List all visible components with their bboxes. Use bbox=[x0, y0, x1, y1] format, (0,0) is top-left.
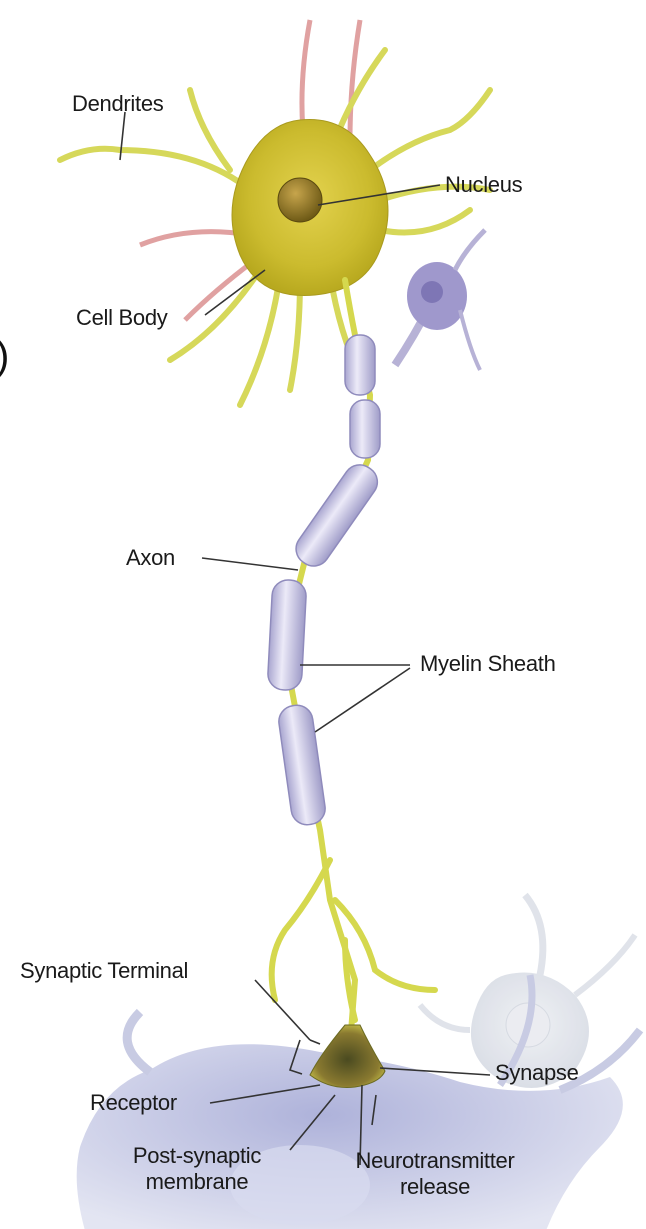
glial-cell bbox=[395, 230, 485, 370]
label-post-synaptic-line2: membrane bbox=[102, 1169, 292, 1195]
cell-body-shape bbox=[232, 119, 388, 295]
label-post-synaptic-membrane: Post-synaptic membrane bbox=[102, 1143, 292, 1195]
label-neurotransmitter-line1: Neurotransmitter bbox=[335, 1148, 535, 1174]
label-receptor: Receptor bbox=[90, 1090, 177, 1116]
label-myelin-sheath: Myelin Sheath bbox=[420, 651, 556, 677]
label-cell-body: Cell Body bbox=[76, 305, 167, 331]
label-nucleus: Nucleus bbox=[445, 172, 522, 198]
label-synaptic-terminal: Synaptic Terminal bbox=[20, 958, 188, 984]
label-axon: Axon bbox=[126, 545, 175, 571]
label-dendrites: Dendrites bbox=[72, 91, 163, 117]
label-post-synaptic-line1: Post-synaptic bbox=[102, 1143, 292, 1169]
myelin-segments bbox=[267, 335, 383, 827]
edge-mark: ) bbox=[0, 334, 9, 379]
synaptic-terminal-shape bbox=[310, 1025, 385, 1088]
label-neurotransmitter-line2: release bbox=[335, 1174, 535, 1200]
label-neurotransmitter-release: Neurotransmitter release bbox=[335, 1148, 535, 1200]
label-synapse: Synapse bbox=[495, 1060, 579, 1086]
